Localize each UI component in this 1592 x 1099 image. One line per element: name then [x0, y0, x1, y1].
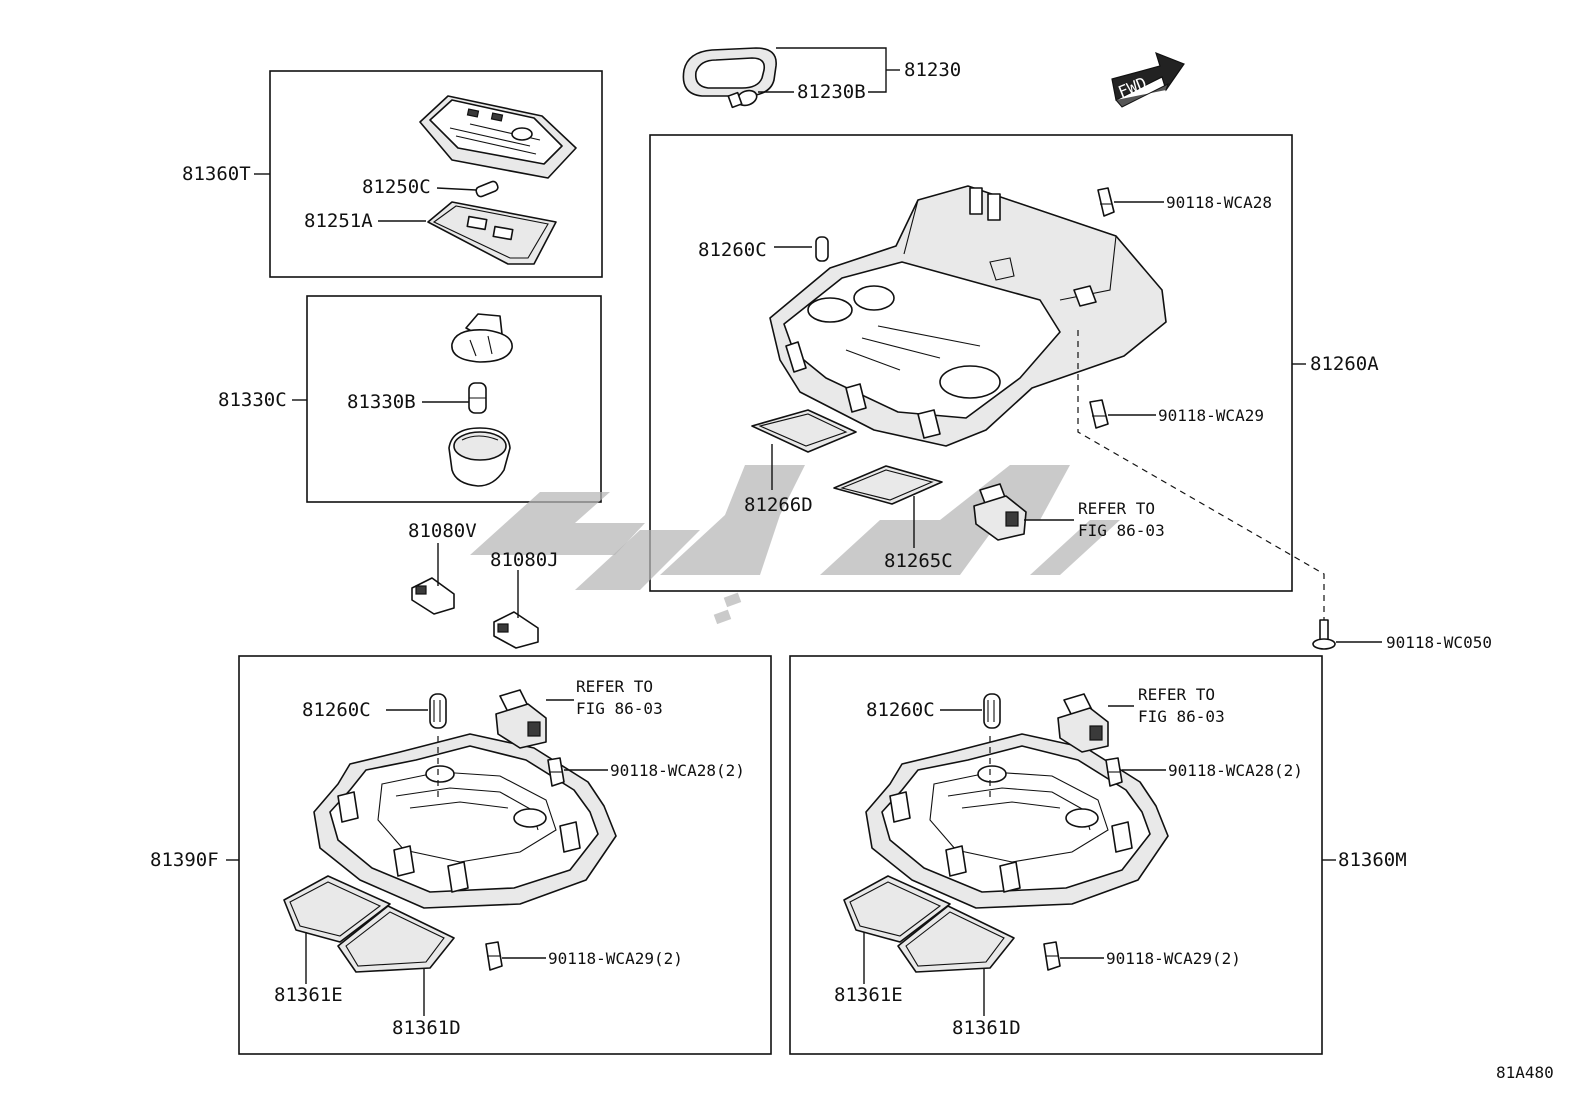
- label-90118-WCA28-top: 90118-WCA28: [1166, 193, 1272, 212]
- label-refer-left-line2: FIG 86-03: [576, 699, 663, 718]
- part-81390F-console-icon: [313, 733, 617, 909]
- fwd-arrow-icon: FWD: [1111, 51, 1185, 108]
- part-81361E-left-lens-icon: [283, 875, 391, 943]
- label-81390F: 81390F: [150, 849, 219, 871]
- part-switch-left-icon: [495, 689, 547, 749]
- part-90118-WCA28-right-clip-icon: [1105, 757, 1123, 787]
- label-81330C: 81330C: [218, 389, 287, 411]
- label-81361D-left: 81361D: [392, 1017, 461, 1039]
- part-81330C-lens-icon: [448, 427, 511, 487]
- watermark-logo: [470, 465, 1120, 625]
- part-81260C-right-bulb-icon: [983, 693, 1001, 729]
- label-81361E-left: 81361E: [274, 984, 343, 1006]
- part-81080V-connector-icon: [411, 577, 455, 615]
- part-81251A-lens-icon: [427, 201, 557, 265]
- part-81361D-left-lens-icon: [337, 905, 455, 973]
- part-81360M-console-icon: [865, 733, 1169, 909]
- group-box-81390F: [238, 655, 772, 1055]
- part-switch-top-icon: [973, 483, 1027, 541]
- part-81080J-connector-icon: [493, 611, 539, 649]
- label-81230: 81230: [904, 59, 961, 81]
- part-81260A-console-icon: [769, 185, 1167, 447]
- label-refer-top-line1: REFER TO: [1078, 499, 1155, 518]
- label-81080J: 81080J: [490, 549, 559, 571]
- part-81330B-bulb-icon: [468, 382, 487, 414]
- label-81250C: 81250C: [362, 176, 431, 198]
- part-81260C-left-bulb-icon: [429, 693, 447, 729]
- dashed-line-screw: [1077, 330, 1325, 620]
- label-90118-WCA28-right: 90118-WCA28(2): [1168, 761, 1303, 780]
- part-81265C-lens-icon: [833, 465, 943, 505]
- part-90118-WCA29-right-clip-icon: [1043, 941, 1061, 971]
- part-81230B-bulb-icon: [727, 89, 758, 109]
- part-90118-WCA28-left-clip-icon: [547, 757, 565, 787]
- part-90118-WCA28-top-clip-icon: [1097, 187, 1115, 217]
- group-box-81330C: [306, 295, 602, 503]
- label-81361D-right: 81361D: [952, 1017, 1021, 1039]
- label-81230B: 81230B: [797, 81, 866, 103]
- label-90118-WC050: 90118-WC050: [1386, 633, 1492, 652]
- label-81360M: 81360M: [1338, 849, 1407, 871]
- part-81250C-bulb-icon: [475, 180, 499, 198]
- part-81330C-socket-icon: [451, 313, 513, 363]
- label-refer-right-line2: FIG 86-03: [1138, 707, 1225, 726]
- label-81361E-right: 81361E: [834, 984, 903, 1006]
- part-switch-right-icon: [1057, 693, 1109, 753]
- label-81260C-top: 81260C: [698, 239, 767, 261]
- part-81361E-right-lens-icon: [843, 875, 951, 943]
- part-90118-WCA29-left-clip-icon: [485, 941, 503, 971]
- label-90118-WCA29-right: 90118-WCA29(2): [1106, 949, 1241, 968]
- part-81230-lamp-icon: [682, 47, 777, 97]
- label-refer-right-line1: REFER TO: [1138, 685, 1215, 704]
- label-81266D: 81266D: [744, 494, 813, 516]
- label-81260C-left: 81260C: [302, 699, 371, 721]
- group-box-81260A: [649, 134, 1293, 592]
- label-81265C: 81265C: [884, 550, 953, 572]
- label-90118-WCA29-top: 90118-WCA29: [1158, 406, 1264, 425]
- part-90118-WC050-screw-icon: [1312, 619, 1336, 650]
- part-81260C-top-bulb-icon: [815, 236, 829, 262]
- label-81260A: 81260A: [1310, 353, 1379, 375]
- part-81361D-right-lens-icon: [897, 905, 1015, 973]
- part-81266D-lens-icon: [751, 409, 857, 453]
- label-90118-WCA28-left: 90118-WCA28(2): [610, 761, 745, 780]
- label-81360T: 81360T: [182, 163, 251, 185]
- label-90118-WCA29-left: 90118-WCA29(2): [548, 949, 683, 968]
- group-box-81360M: [789, 655, 1323, 1055]
- figure-code: 81A480: [1496, 1063, 1554, 1082]
- label-81080V: 81080V: [408, 520, 477, 542]
- part-90118-WCA29-top-clip-icon: [1089, 399, 1109, 429]
- label-81260C-right: 81260C: [866, 699, 935, 721]
- part-81360T-lamp-icon: [419, 95, 577, 179]
- label-refer-left-line1: REFER TO: [576, 677, 653, 696]
- label-refer-top-line2: FIG 86-03: [1078, 521, 1165, 540]
- label-81330B: 81330B: [347, 391, 416, 413]
- label-81251A: 81251A: [304, 210, 373, 232]
- leader-81250C: [436, 187, 477, 191]
